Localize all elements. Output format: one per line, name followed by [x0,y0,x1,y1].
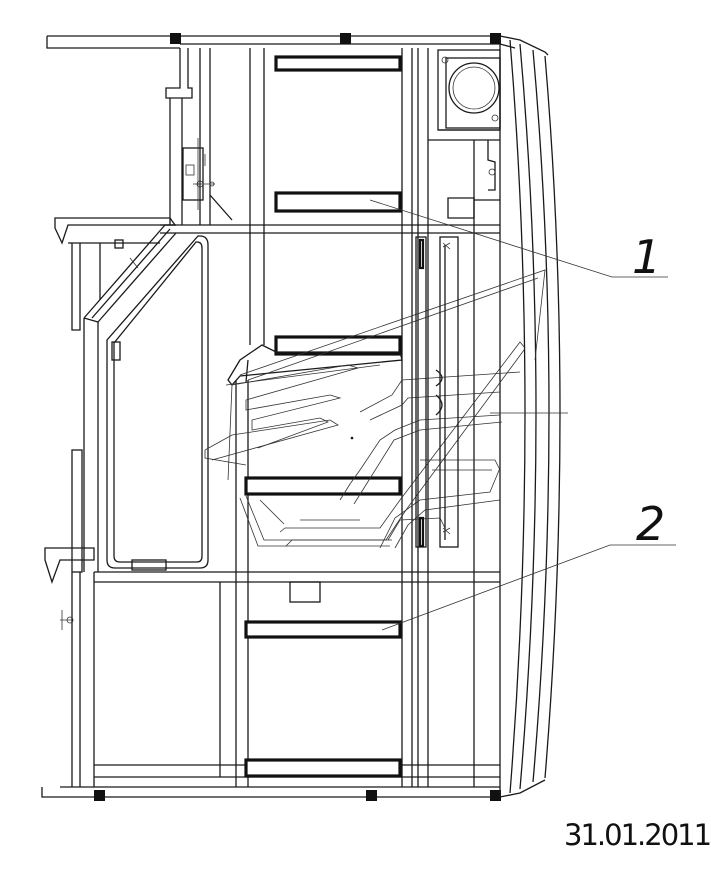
callout-leaders [369,199,676,631]
callout-label-1: 1 [632,230,661,284]
vent-compartment [428,49,501,219]
top-rail [46,35,549,56]
frame-bars [244,55,402,778]
mount-blocks [94,33,501,801]
bottom-rail [41,779,546,798]
left-ledge [44,217,177,630]
vertical-posts [71,48,475,787]
seat-outline [204,269,546,549]
rear-pillar [415,236,459,548]
date-stamp: 31.01.2011 [564,818,711,852]
callout-label-2: 2 [636,497,665,551]
right-curved-panel [499,36,561,797]
cross-members [94,224,500,778]
left-upper-bracket [165,48,233,225]
door-frame [83,224,209,572]
